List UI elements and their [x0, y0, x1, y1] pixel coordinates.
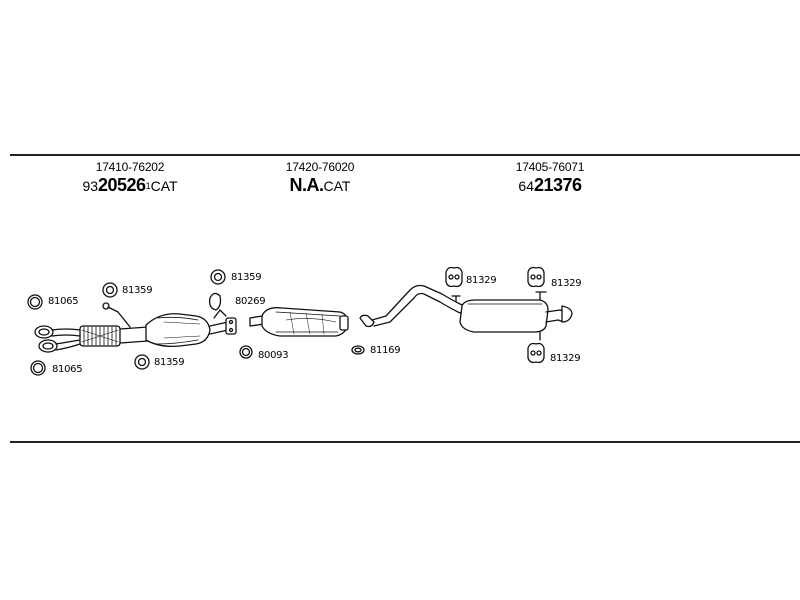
nut-front-bottom: [134, 354, 150, 370]
ring-rear: [351, 345, 365, 355]
part-code: 6421376: [518, 175, 582, 195]
label-hanger-right: 81329: [551, 278, 582, 289]
top-divider: [10, 154, 800, 156]
section-catalyst: 17420-76020 N.A.CAT: [240, 160, 400, 197]
catalytic-converter: [249, 307, 349, 337]
part-code: N.A.CAT: [289, 175, 351, 195]
label-nut-middle: 81359: [231, 272, 262, 283]
part-number: 17410-76202: [95, 160, 165, 174]
nut-front-top: [102, 282, 118, 298]
ring-left-top: [27, 294, 43, 310]
gasket-middle: [208, 292, 222, 311]
hanger-left: [445, 266, 463, 288]
label-ring-rear: 81169: [370, 345, 401, 356]
part-code: 93205261CAT: [82, 175, 178, 195]
part-number: 17405-76071: [515, 160, 585, 174]
bottom-divider: [10, 441, 800, 443]
ring-middle: [239, 345, 253, 359]
rear-muffler-assembly: [359, 284, 573, 341]
label-ring-left-bottom: 81065: [52, 364, 83, 375]
label-hanger-left: 81329: [466, 275, 497, 286]
label-ring-left-top: 81065: [48, 296, 79, 307]
hanger-bottom: [527, 342, 545, 364]
front-pipe-assembly: [34, 302, 237, 353]
section-rear-muffler: 17405-76071 6421376: [470, 160, 630, 197]
label-nut-front-bottom: 81359: [154, 357, 185, 368]
nut-middle: [210, 269, 226, 285]
label-nut-front-top: 81359: [122, 285, 153, 296]
hanger-right: [527, 266, 545, 288]
label-ring-middle: 80093: [258, 350, 289, 361]
label-gasket-middle: 80269: [235, 296, 266, 307]
ring-left-bottom: [30, 360, 46, 376]
part-number: 17420-76020: [285, 160, 355, 174]
label-hanger-bottom: 81329: [550, 353, 581, 364]
section-front-pipe: 17410-76202 93205261CAT: [50, 160, 210, 197]
